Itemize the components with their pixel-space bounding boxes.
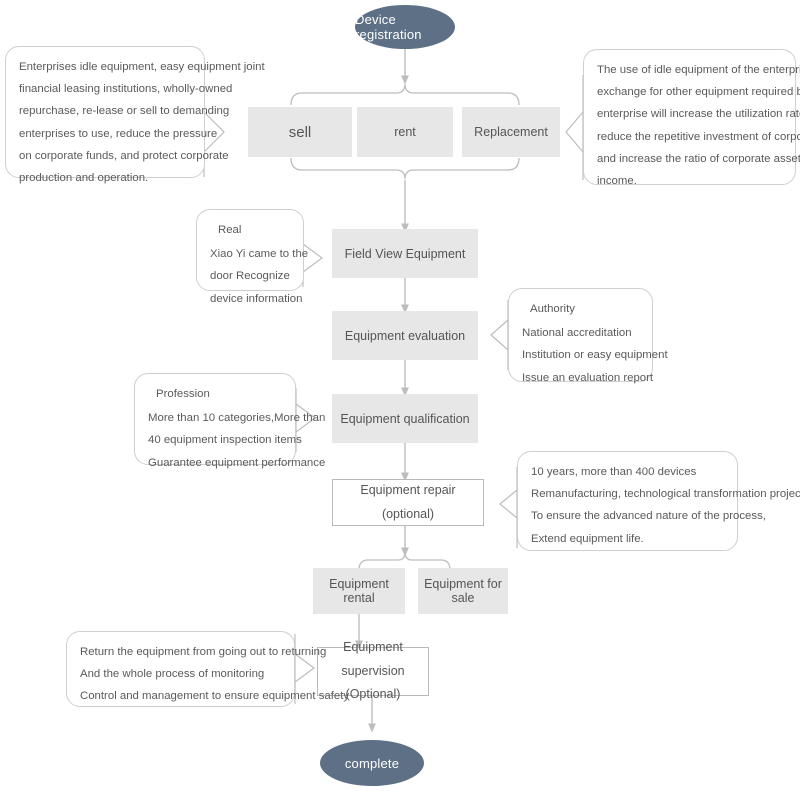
node-equipment-qualification-label: Equipment qualification bbox=[340, 411, 470, 426]
callout-authority-note-line-1: National accreditation bbox=[522, 327, 632, 340]
callout-supervision-note-line-3: Control and management to ensure equipme… bbox=[80, 690, 350, 703]
callout-profession-note-line-3: Guarantee equipment performance bbox=[148, 456, 326, 469]
node-equipment-rental[interactable]: Equipment rental bbox=[313, 568, 405, 614]
callout-supervision-note-line-1: Return the equipment from going out to r… bbox=[80, 646, 327, 658]
callout-real-note-header: Real bbox=[218, 224, 242, 236]
callout-authority-note-line-2: Institution or easy equipment bbox=[522, 349, 668, 362]
callout-replacement-note-line-6: income. bbox=[597, 175, 637, 188]
callout-sell-note-line-6: production and operation. bbox=[19, 172, 149, 185]
callout-real-note: Real Xiao Yi came to the door Recognize … bbox=[196, 209, 309, 305]
node-complete[interactable]: complete bbox=[320, 740, 424, 786]
node-equipment-supervision[interactable]: Equipment supervision (Optional) bbox=[317, 640, 429, 701]
callout-real-note-line-1: Xiao Yi came to the bbox=[210, 248, 309, 261]
callout-real-note-line-3: device information bbox=[210, 292, 303, 305]
node-sell[interactable]: sell bbox=[248, 107, 352, 157]
callout-authority-note-line-3: Issue an evaluation report bbox=[522, 371, 654, 384]
node-field-view-equipment-label: Field View Equipment bbox=[344, 246, 466, 261]
callout-repair-note-line-3: To ensure the advanced nature of the pro… bbox=[531, 510, 766, 523]
node-rent[interactable]: rent bbox=[357, 107, 453, 157]
callout-repair-note-line-1: 10 years, more than 400 devices bbox=[531, 466, 697, 478]
node-equipment-repair[interactable]: Equipment repair (optional) bbox=[332, 479, 484, 526]
node-equipment-for-sale[interactable]: Equipment for sale bbox=[418, 568, 508, 614]
callout-sell-note-line-2: financial leasing institutions, wholly-o… bbox=[19, 83, 233, 96]
callout-replacement-note: The use of idle equipment of the enterpr… bbox=[583, 49, 800, 187]
node-start-label: Device registration bbox=[355, 12, 422, 42]
node-replacement-label: Replacement bbox=[474, 125, 548, 139]
callout-supervision-note: Return the equipment from going out to r… bbox=[66, 631, 350, 707]
callout-profession-note-line-1: More than 10 categories,More than bbox=[148, 412, 326, 425]
callout-replacement-note-line-2: exchange for other equipment required by… bbox=[597, 86, 800, 99]
callout-replacement-note-line-5: and increase the ratio of corporate asse… bbox=[597, 152, 800, 165]
callout-repair-note-line-4: Extend equipment life. bbox=[531, 532, 644, 545]
node-sell-label: sell bbox=[288, 123, 312, 141]
node-equipment-qualification[interactable]: Equipment qualification bbox=[332, 394, 478, 443]
node-equipment-repair-label: Equipment repair (optional) bbox=[360, 482, 456, 521]
callout-profession-note: Profession More than 10 categories,More … bbox=[134, 373, 326, 469]
callout-replacement-note-line-1: The use of idle equipment of the enterpr… bbox=[597, 64, 800, 76]
callout-sell-note-line-1: Enterprises idle equipment, easy equipme… bbox=[19, 61, 265, 73]
node-equipment-rental-label: Equipment rental bbox=[329, 577, 389, 605]
node-rent-label: rent bbox=[394, 125, 416, 139]
callout-sell-note: Enterprises idle equipment, easy equipme… bbox=[5, 46, 265, 184]
node-equipment-for-sale-label: Equipment for sale bbox=[424, 577, 502, 605]
callout-replacement-note-line-4: reduce the repetitive investment of corp… bbox=[597, 130, 800, 143]
callout-real-note-line-2: door Recognize bbox=[210, 270, 290, 283]
node-start[interactable]: Device registration bbox=[355, 5, 455, 49]
callout-sell-note-line-4: enterprises to use, reduce the pressure bbox=[19, 127, 218, 140]
callout-profession-note-header: Profession bbox=[156, 388, 210, 400]
callout-sell-note-line-5: on corporate funds, and protect corporat… bbox=[19, 149, 229, 162]
callout-supervision-note-line-2: And the whole process of monitoring bbox=[80, 668, 265, 681]
node-equipment-evaluation[interactable]: Equipment evaluation bbox=[332, 311, 478, 360]
node-equipment-supervision-label-line1: Equipment supervision bbox=[341, 639, 405, 678]
callout-profession-note-line-2: 40 equipment inspection items bbox=[148, 434, 302, 447]
callout-authority-note: Authority National accreditation Institu… bbox=[508, 288, 668, 384]
node-equipment-supervision-label-line2: (Optional) bbox=[345, 687, 401, 702]
node-complete-label: complete bbox=[344, 755, 400, 771]
node-equipment-evaluation-label: Equipment evaluation bbox=[344, 328, 466, 343]
callout-replacement-note-line-3: enterprise will increase the utilization… bbox=[597, 108, 800, 121]
node-field-view-equipment[interactable]: Field View Equipment bbox=[332, 229, 478, 278]
node-replacement[interactable]: Replacement bbox=[462, 107, 560, 157]
callout-sell-note-line-3: repurchase, re-lease or sell to demandin… bbox=[19, 105, 230, 118]
callout-authority-note-header: Authority bbox=[530, 303, 575, 315]
callout-repair-note-line-2: Remanufacturing, technological transform… bbox=[531, 488, 800, 501]
callout-repair-note: 10 years, more than 400 devices Remanufa… bbox=[517, 451, 800, 551]
